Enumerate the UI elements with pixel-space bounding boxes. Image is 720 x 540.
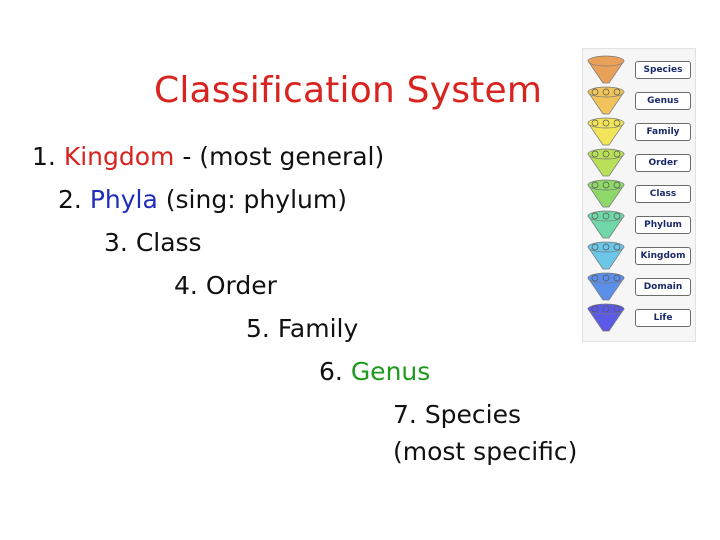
level-name: Phyla bbox=[89, 185, 158, 214]
level-note: - (most general) bbox=[182, 142, 385, 171]
tag-phylum: Phylum bbox=[635, 216, 691, 234]
level-number: 7. bbox=[393, 400, 417, 429]
cone-level-phylum bbox=[587, 210, 625, 239]
level-class: 3. Class bbox=[104, 228, 202, 257]
cone-level-domain bbox=[587, 272, 625, 301]
level-note: (sing: phylum) bbox=[165, 185, 347, 214]
cone-level-order bbox=[587, 148, 625, 177]
level-name: Family bbox=[277, 314, 359, 343]
level-order: 4. Order bbox=[174, 271, 277, 300]
level-family: 5. Family bbox=[246, 314, 358, 343]
cone-level-class bbox=[587, 179, 625, 208]
tag-family: Family bbox=[635, 123, 691, 141]
tag-genus: Genus bbox=[635, 92, 691, 110]
cone-level-species bbox=[587, 55, 625, 84]
tag-class: Class bbox=[635, 185, 691, 203]
level-phyla: 2. Phyla (sing: phylum) bbox=[58, 185, 347, 214]
level-number: 2. bbox=[58, 185, 82, 214]
species-note: (most specific) bbox=[393, 437, 578, 466]
tag-order: Order bbox=[635, 154, 691, 172]
level-species: 7. Species bbox=[393, 400, 521, 429]
level-name: Kingdom bbox=[63, 142, 175, 171]
cone-level-life bbox=[587, 303, 625, 332]
level-number: 6. bbox=[319, 357, 343, 386]
cone-level-kingdom bbox=[587, 241, 625, 270]
tag-kingdom: Kingdom bbox=[635, 247, 691, 265]
level-genus: 6. Genus bbox=[319, 357, 430, 386]
level-kingdom: 1. Kingdom - (most general) bbox=[32, 142, 384, 171]
tag-life: Life bbox=[635, 309, 691, 327]
level-name: Genus bbox=[350, 357, 431, 386]
level-name: Species bbox=[424, 400, 522, 429]
level-number: 3. bbox=[104, 228, 128, 257]
tag-species: Species bbox=[635, 61, 691, 79]
cone-level-family bbox=[587, 117, 625, 146]
level-name: Class bbox=[135, 228, 202, 257]
tag-domain: Domain bbox=[635, 278, 691, 296]
level-number: 5. bbox=[246, 314, 270, 343]
cone-level-genus bbox=[587, 86, 625, 115]
stacked-cones-graphic bbox=[587, 55, 625, 332]
level-number: 1. bbox=[32, 142, 56, 171]
level-name: Order bbox=[205, 271, 277, 300]
slide-title: Classification System bbox=[154, 70, 543, 111]
level-number: 4. bbox=[174, 271, 198, 300]
